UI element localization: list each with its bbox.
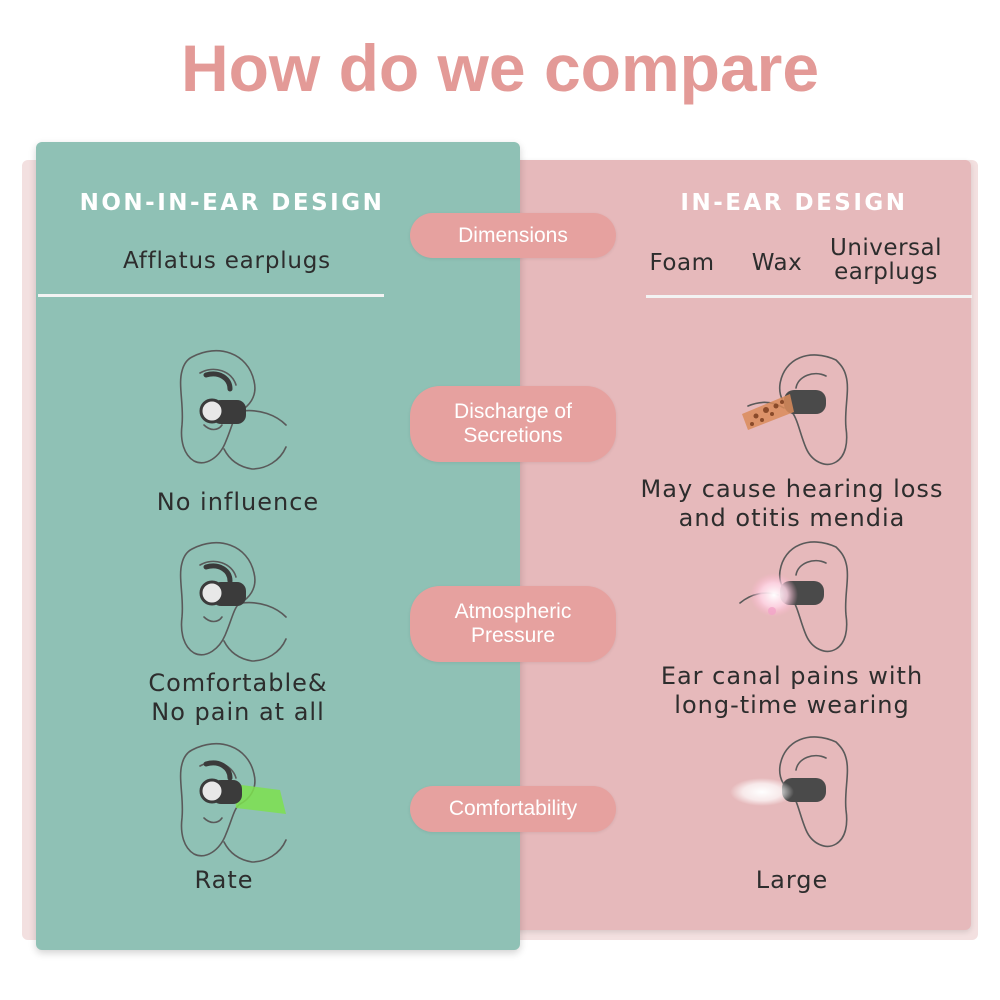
ear-with-inserted-earplug-wax-icon [742,354,849,466]
ear-with-afflatus-earplug-icon-2 [179,541,287,662]
right-panel-heading: IN-EAR DESIGN [680,190,908,216]
right-result-comfortability: Large [755,866,829,894]
column-foam: Foam [649,250,715,276]
column-universal-earplugs: Universal earplugs [830,235,942,285]
criterion-comfortability: Comfortability [410,786,616,832]
right-result-discharge: May cause hearing loss and otitis mendia [640,475,944,532]
criterion-atmospheric-pressure: Atmospheric Pressure [410,586,616,662]
criterion-discharge-of-secretions: Discharge of Secretions [410,386,616,462]
column-wax: Wax [751,250,803,276]
left-result-pressure: Comfortable& No pain at all [148,669,328,726]
page-title: How do we compare [180,31,820,105]
criterion-dimensions: Dimensions [410,213,616,258]
left-panel-subheading: Afflatus earplugs [123,248,331,274]
left-header-divider [38,294,384,297]
ear-with-afflatus-earplug-sound-icon [179,742,287,863]
right-header-divider [646,295,972,298]
ear-with-inserted-earplug-pain-icon [739,541,849,653]
left-result-comfortability: Rate [194,866,254,894]
right-result-pressure: Ear canal pains with long-time wearing [660,662,924,719]
left-result-discharge: No influence [156,488,320,516]
ear-with-afflatus-earplug-icon [179,349,287,470]
ear-with-inserted-earplug-glow-icon [730,736,849,848]
left-panel-heading: NON-IN-EAR DESIGN [79,190,385,216]
